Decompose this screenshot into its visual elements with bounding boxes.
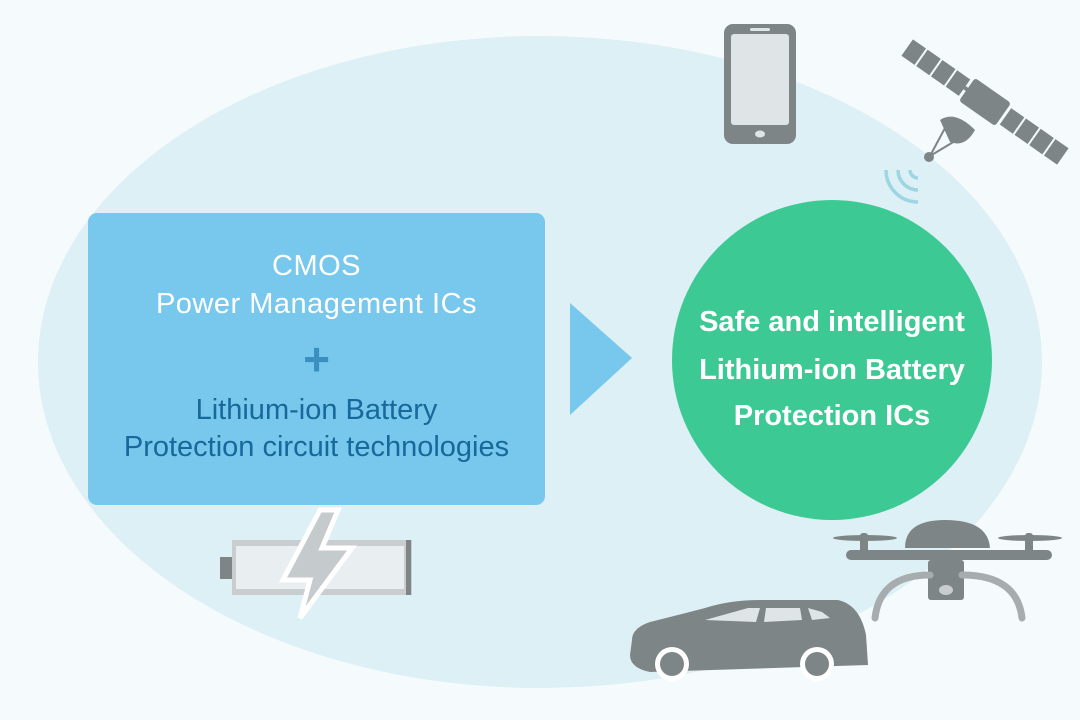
- result-line-1: Safe and intelligent: [699, 306, 965, 338]
- lithium-ion-label: Lithium-ion Battery: [195, 394, 438, 426]
- cmos-label: CMOS: [272, 250, 361, 282]
- plus-sign: +: [303, 333, 330, 385]
- result-line-2: Lithium-ion Battery: [699, 354, 965, 386]
- result-line-3: Protection ICs: [733, 400, 931, 432]
- arrow-right-icon: [570, 303, 632, 415]
- drone-icon: [833, 520, 1062, 622]
- car-icon: [630, 600, 868, 681]
- battery-charge-icon: [220, 507, 412, 620]
- result-circle: [672, 200, 992, 520]
- protection-circuit-label: Protection circuit technologies: [123, 431, 510, 463]
- power-management-label: Power Management ICs: [155, 288, 478, 320]
- satellite-icon: [901, 39, 1069, 165]
- signal-waves-icon: [884, 169, 919, 204]
- technology-box: [88, 213, 545, 505]
- smartphone-icon: [724, 24, 796, 144]
